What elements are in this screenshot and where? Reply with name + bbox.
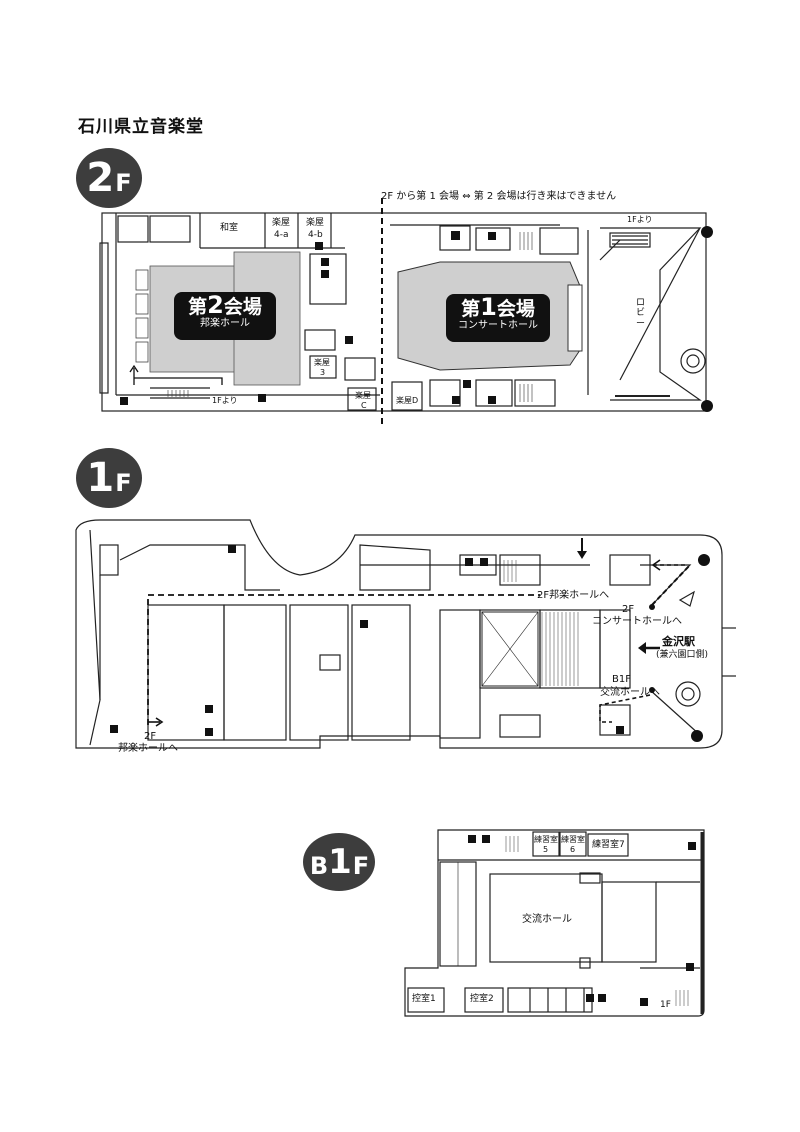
floor-1f-plan <box>75 519 736 749</box>
floor-b1-badge: B 1 F <box>303 833 375 891</box>
label-to-concert-line1: 2F <box>622 604 635 615</box>
restroom-icons-b1 <box>468 835 696 1006</box>
route-to-hogaku-2f <box>147 594 540 725</box>
room-renshu6-line2: 6 <box>570 845 576 854</box>
label-to-concert-line2: コンサートホールへ <box>592 616 682 627</box>
floor-1f-badge: 1 F <box>76 448 142 508</box>
stairs-2f <box>167 232 533 402</box>
floor-b1-outline <box>404 829 705 1017</box>
restroom-icons-2f <box>120 231 496 405</box>
room-gakuya-c-line2: C <box>361 401 367 410</box>
room-gakuya-4a-line1: 楽屋 <box>272 218 291 228</box>
label-kenrokuen-side: (兼六園口側) <box>656 650 709 660</box>
label-from-1f-right: 1Fより <box>627 215 653 224</box>
restroom-icons-1f <box>110 545 624 736</box>
floor-2f-letter: F <box>115 169 132 197</box>
route-to-concert-2f <box>651 564 691 606</box>
room-koryu-hall: 交流ホール <box>522 914 572 925</box>
label-kanazawa-station: 金沢駅 <box>662 635 695 648</box>
floor-2f-left-wall <box>99 242 109 394</box>
room-gakuya-c-line1: 楽屋 <box>355 391 371 400</box>
floor-1f-number: 1 <box>86 455 115 501</box>
floor-b1-letter-f: F <box>352 852 370 880</box>
hall1-subtitle: コンサートホール <box>458 320 538 332</box>
label-bottom-2f: 2F <box>144 731 157 742</box>
spiral-stair-2f <box>680 348 706 374</box>
stairs-1f <box>503 560 579 686</box>
floor-1f-letter: F <box>115 469 132 497</box>
floor-b1-letter-b: B <box>309 852 329 880</box>
label-bottom-hogaku: 邦楽ホールへ <box>118 743 178 754</box>
label-b1-to-1f: 1F <box>660 1000 671 1010</box>
hall2-name-pre: 第 <box>188 296 208 318</box>
atrium-1f <box>481 611 539 687</box>
hall2-name-num: 2 <box>207 291 224 319</box>
floor-b1-plan <box>404 829 705 1017</box>
hall1-name-num: 1 <box>480 293 497 321</box>
room-renshu5-line1: 練習室 <box>534 835 558 844</box>
floor-2f-outline <box>101 212 707 412</box>
arrow-up-2f-left <box>129 364 139 385</box>
hall2-subtitle: 邦楽ホール <box>200 318 250 330</box>
hall2-name-post: 会場 <box>223 296 262 318</box>
room-gakuya-3-line2: 3 <box>320 368 326 377</box>
floor-2f-plan <box>99 212 707 412</box>
room-gakuya-4b-line1: 楽屋 <box>306 218 325 228</box>
room-gakuya-4b-line2: 4-b <box>308 230 323 240</box>
label-to-koryu-line1: B1F <box>612 674 631 685</box>
room-renshu6-line1: 練習室 <box>561 835 585 844</box>
room-gakuya-3-line1: 楽屋 <box>314 358 330 367</box>
floor-2f-notice: 2F から第 1 会場 ⇔ 第 2 会場は行き来はできません <box>381 191 617 202</box>
room-hikae1: 控室1 <box>412 994 436 1004</box>
label-to-koryu-line2: 交流ホールへ <box>600 687 660 698</box>
floor-1f-outline <box>75 519 723 749</box>
hall1-stage <box>567 284 583 352</box>
room-renshu7: 練習室7 <box>592 840 625 850</box>
floor-2f-badge: 2 F <box>76 148 142 208</box>
hall2-label: 第2会場 邦楽ホール <box>174 292 276 340</box>
page-title: 石川県立音楽堂 <box>78 117 204 137</box>
room-hikae2: 控室2 <box>470 994 494 1004</box>
route-to-koryu-b1 <box>599 694 651 723</box>
room-gakuya-4a-line2: 4-a <box>274 230 289 240</box>
room-gakuya-d: 楽屋D <box>396 396 419 405</box>
room-renshu5-line2: 5 <box>543 845 549 854</box>
stairs-b1 <box>505 836 689 1006</box>
floor-b1-number: 1 <box>328 842 352 882</box>
room-lobby: ロビー <box>636 298 646 329</box>
label-from-1f-left: 1Fより <box>212 396 238 405</box>
room-washitsu: 和室 <box>220 223 239 233</box>
hall1-name-post: 会場 <box>496 298 535 320</box>
label-to-hogaku-2f: 2F邦楽ホールへ <box>537 590 610 601</box>
floor-2f-number: 2 <box>86 155 115 201</box>
hall1-label: 第1会場 コンサートホール <box>446 294 550 342</box>
hall1-name-pre: 第 <box>461 298 481 320</box>
